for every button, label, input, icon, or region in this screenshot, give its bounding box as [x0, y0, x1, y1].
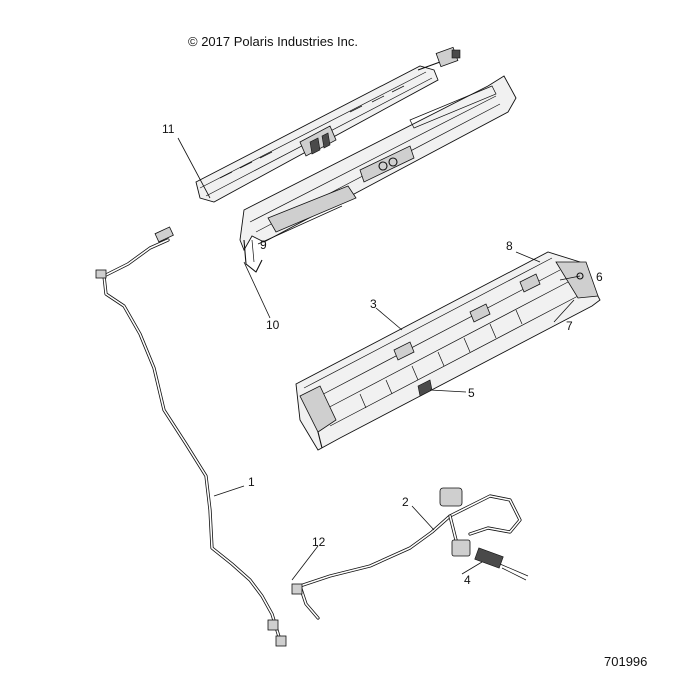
- callout-3: 3: [370, 297, 377, 311]
- copyright-notice: © 2017 Polaris Industries Inc.: [188, 34, 358, 49]
- callout-12: 12: [312, 535, 326, 549]
- callout-1: 1: [248, 475, 255, 489]
- callout-10: 10: [266, 318, 280, 332]
- callout-4: 4: [464, 573, 471, 587]
- callout-7: 7: [566, 319, 573, 333]
- part-2-wire-harness: [291, 487, 529, 620]
- callout-11: 11: [162, 122, 175, 136]
- callout-5: 5: [468, 386, 475, 400]
- leader-lines: [177, 137, 581, 581]
- callout-8: 8: [506, 239, 513, 253]
- callout-6: 6: [596, 270, 603, 284]
- part-9-10-upper-dash-panel: [239, 75, 517, 273]
- part-1-wire-harness: [95, 226, 287, 647]
- callout-9: 9: [260, 238, 267, 252]
- part-11-dash-rail: [195, 46, 461, 203]
- callout-labels: 11 9 10 3 8 6 7 5 1 2 4 12: [162, 122, 603, 587]
- document-number: 701996: [604, 654, 647, 669]
- part-3-lower-dash-assembly: [295, 251, 601, 451]
- callout-2: 2: [402, 495, 409, 509]
